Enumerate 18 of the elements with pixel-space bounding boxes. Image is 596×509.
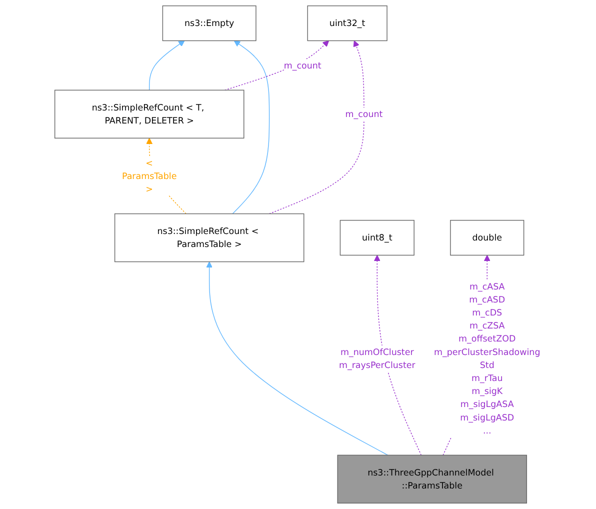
arrow (232, 40, 270, 214)
node-box: uint8_t (340, 220, 415, 256)
edge-label: m_numOfCluster m_raysPerCluster (339, 346, 416, 370)
edge-label: m_count (346, 109, 384, 120)
arrow (149, 40, 186, 91)
node-box: ns3::SimpleRefCount < ParamsTable > (114, 213, 305, 262)
arrow (224, 40, 330, 91)
arrow (269, 40, 365, 214)
node-box: double (450, 220, 525, 256)
edge-label: m_count (284, 60, 322, 71)
arrow (206, 261, 389, 456)
node-box: ns3::SimpleRefCount < T, PARENT, DELETER > (54, 90, 245, 139)
node-box: ns3::Empty (162, 5, 257, 42)
arrow (374, 254, 422, 456)
node-box: ns3::ThreeGppChannelModel ::ParamsTable (338, 454, 528, 504)
edge-label: < ParamsTable > (122, 158, 178, 194)
edge-label: m_cASA m_cASD m_cDS m_cZSA m_offsetZOD m_perClusterShadowing Std m_rTau m_sigK m_sigLgASA m_sigLgASD ... (434, 281, 541, 436)
node-box: uint32_t (308, 5, 388, 42)
